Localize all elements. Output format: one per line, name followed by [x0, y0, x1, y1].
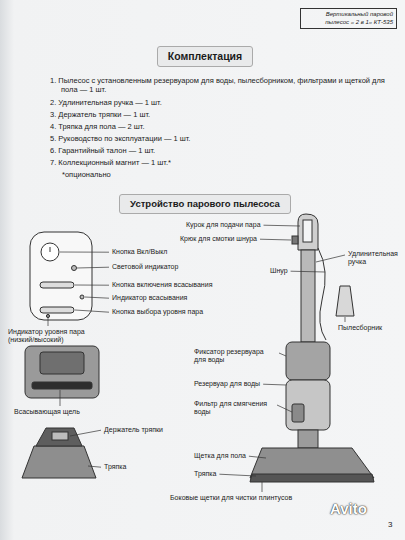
- leader-line: [291, 271, 325, 273]
- header-box: Вертикальный паровой пылесос « 2 в 1» КТ…: [300, 8, 397, 29]
- suction-slot: [32, 382, 92, 389]
- part-label: Кнопка включения всасывания: [112, 281, 212, 289]
- part-label: Индикатор уровня пара (низкий/высокий): [8, 328, 100, 345]
- leader-line: [260, 239, 291, 241]
- leader-line: [88, 466, 101, 467]
- part-label: Фиксатор резервуара для воды: [194, 348, 276, 365]
- leader-line: [316, 255, 345, 262]
- section-title-box: Устройство парового пылесоса: [119, 194, 291, 214]
- steam-button: [40, 307, 74, 313]
- panel-housing: [30, 232, 92, 320]
- leader-line: [262, 482, 263, 492]
- leader-line: [279, 353, 286, 356]
- part-label: Всасывающая щель: [14, 408, 80, 416]
- leader-line: [277, 405, 292, 412]
- floor-cloth: [250, 474, 374, 482]
- leader-line: [263, 384, 286, 386]
- part-label: Тряпка: [194, 470, 216, 478]
- leader-line: [60, 390, 61, 406]
- section-title: Комплектация: [168, 50, 242, 63]
- brush-bottom-view: [25, 346, 99, 398]
- leader-line: [48, 318, 49, 326]
- part-label: Держатель тряпки: [104, 426, 163, 434]
- suction-button: [40, 282, 74, 288]
- leader-line: [219, 474, 256, 476]
- leader-line: [60, 252, 109, 253]
- steam-indicator: [46, 314, 49, 317]
- light-indicator: [72, 266, 77, 271]
- neck: [298, 430, 318, 448]
- cord-hook: [292, 236, 298, 244]
- section-title-box: Комплектация: [157, 46, 253, 67]
- part-label: Пылесборник: [338, 324, 382, 332]
- list-item: 4. Тряпка для пола — 2 шт.: [50, 122, 145, 131]
- mop-holder-latch: [52, 432, 68, 440]
- suction-indicator: [80, 295, 84, 299]
- brush-top: [40, 352, 84, 374]
- part-label: Кнопка Вкл/Выкл: [112, 248, 167, 256]
- water-tank: [286, 380, 330, 430]
- list-item: 7. Коллекционный магнит — 1 шт.*: [50, 158, 171, 167]
- leader-line: [345, 317, 346, 322]
- part-label: Кнопка выбора уровня пара: [112, 308, 203, 316]
- part-label: Резервуар для воды: [194, 380, 260, 388]
- power-cord: [318, 248, 326, 340]
- dust-container: [336, 286, 354, 316]
- control-panel: [30, 232, 92, 320]
- header-text: Вертикальный паровой пылесос « 2 в 1» КТ…: [304, 11, 393, 26]
- list-item: 2. Удлинительная ручка — 1 шт.: [50, 98, 162, 107]
- mop-cloth: [22, 446, 96, 478]
- part-label: Фильтр для смягчения воды: [194, 400, 274, 417]
- leader-line: [75, 310, 109, 312]
- leader-line: [85, 297, 109, 298]
- part-label: Световой индикатор: [112, 263, 178, 271]
- list-item: 3. Держатель тряпки — 1 шт.: [50, 110, 150, 119]
- part-label: Тряпка: [104, 463, 126, 471]
- handle-opening: [303, 220, 312, 242]
- footnote: *опционально: [62, 170, 111, 179]
- watermark: Avito: [330, 500, 367, 518]
- part-label: Курок для подачи пара: [186, 221, 261, 229]
- page-number: 3: [388, 520, 392, 530]
- handle-grip: [298, 214, 318, 250]
- list-item: 6. Гарантийный талон — 1 шт.: [50, 146, 155, 155]
- leader-line: [264, 225, 300, 227]
- power-button: [41, 243, 59, 261]
- mop-holder: [22, 428, 96, 478]
- section-title: Устройство парового пылесоса: [130, 198, 280, 210]
- tank-latch: [286, 342, 330, 380]
- handle-shaft: [301, 250, 315, 342]
- mop-holder-frame: [36, 428, 82, 446]
- power-symbol: [50, 247, 51, 252]
- leader-line: [77, 267, 109, 269]
- part-label: Удлинительная ручка: [348, 250, 402, 267]
- list-item: 5. Руководство по эксплуатации — 1 шт.: [50, 134, 190, 143]
- brush-body: [25, 346, 99, 398]
- softening-filter: [292, 404, 304, 422]
- part-label: Крюк для смотки шнура: [180, 235, 257, 243]
- part-label: Щетка для пола: [194, 452, 246, 460]
- leader-line: [70, 430, 101, 436]
- leader-line: [75, 285, 109, 286]
- part-label: Индикатор всасывания: [112, 294, 187, 302]
- part-label: Шнур: [270, 267, 288, 275]
- part-label: Боковые щетки для чистки плинтусов: [170, 494, 292, 502]
- leader-line: [249, 456, 266, 458]
- list-item: 1. Пылесос с установленным резервуаром д…: [50, 76, 391, 94]
